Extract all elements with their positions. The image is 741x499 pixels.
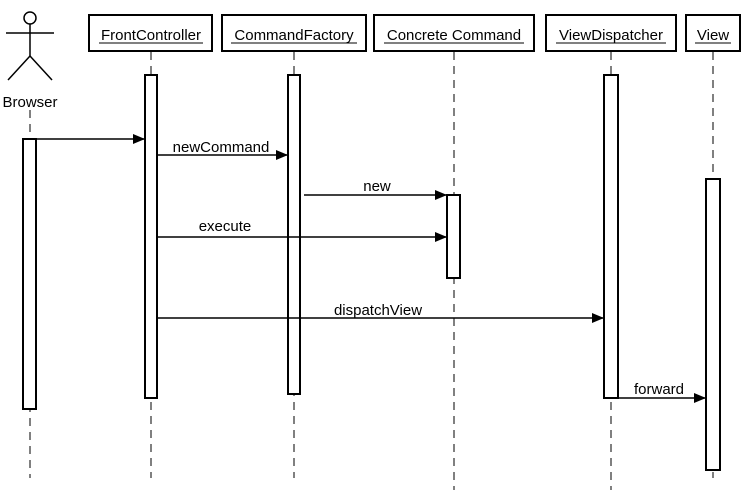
- commandfactory-activation: [287, 74, 301, 395]
- viewdispatcher-participant: ViewDispatcher: [545, 14, 677, 52]
- view-label: View: [697, 27, 729, 44]
- viewdispatcher-label: ViewDispatcher: [559, 27, 663, 44]
- concretecommand-activation: [446, 194, 461, 279]
- commandfactory-participant: CommandFactory: [221, 14, 367, 52]
- concretecommand-label: Concrete Command: [387, 27, 521, 44]
- dispatchview-message-label: dispatchView: [334, 302, 422, 319]
- frontcontroller-participant: FrontController: [88, 14, 213, 52]
- browser-label: Browser: [2, 94, 57, 111]
- frontcontroller-activation: [144, 74, 158, 399]
- view-participant: View: [685, 14, 741, 52]
- viewdispatcher-activation: [603, 74, 619, 399]
- browser-actor-icon: [6, 11, 54, 81]
- concretecommand-participant: Concrete Command: [373, 14, 535, 52]
- commandfactory-label: CommandFactory: [234, 27, 354, 44]
- view-activation: [705, 178, 721, 471]
- new-message-label: new: [363, 178, 391, 195]
- frontcontroller-label: FrontController: [101, 27, 201, 44]
- execute-message-label: execute: [199, 218, 252, 235]
- newcommand-message-label: newCommand: [173, 139, 270, 156]
- browser-activation: [22, 138, 37, 410]
- forward-message-label: forward: [634, 381, 684, 398]
